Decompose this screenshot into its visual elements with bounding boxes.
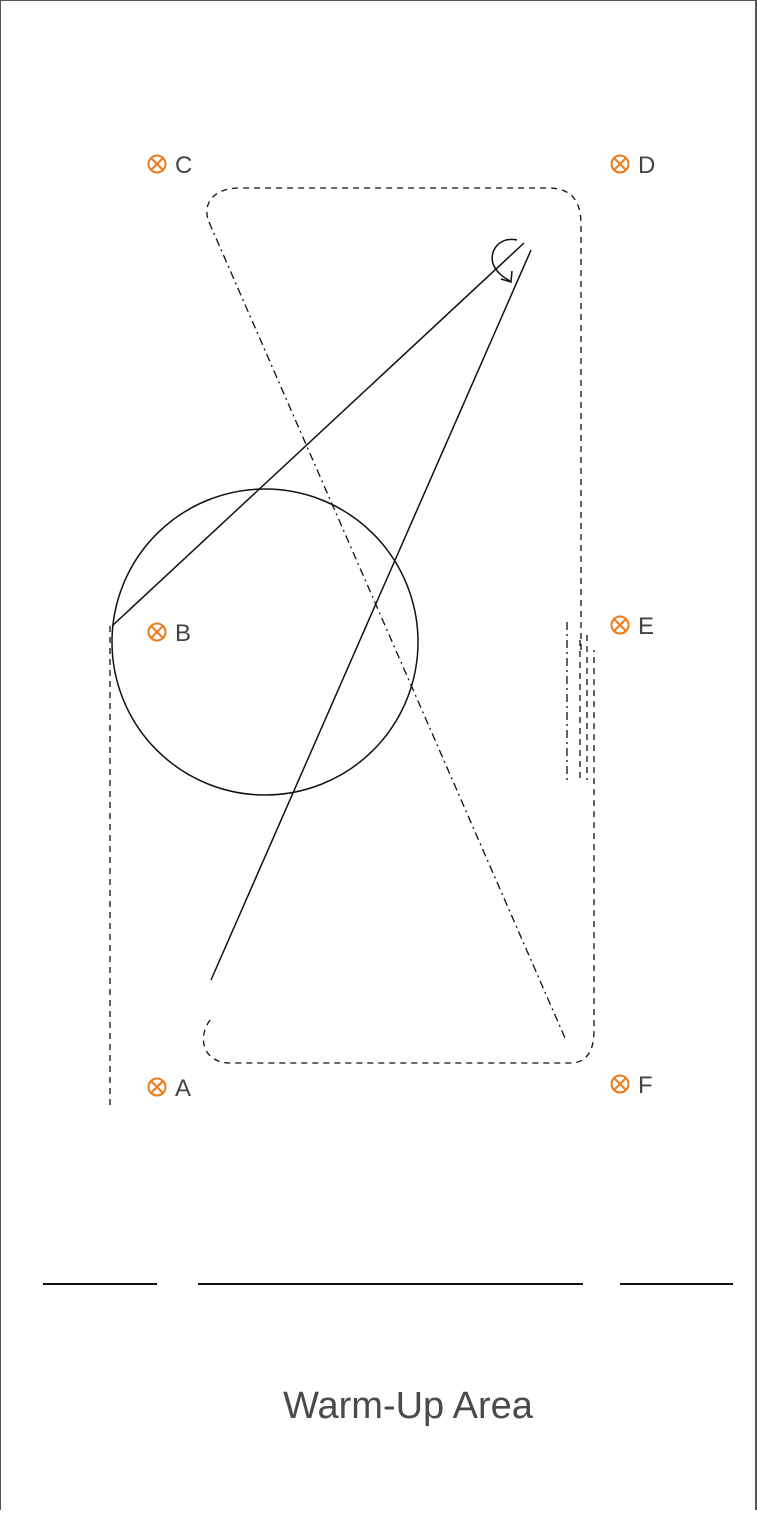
marker-e-label: E (638, 613, 654, 640)
dashed-loop (202, 187, 595, 1064)
turn-arrow-head (500, 270, 513, 283)
marker-e-icon (610, 615, 630, 635)
turn-arc (491, 238, 518, 282)
marker-e: E (610, 613, 654, 640)
marker-c: C (147, 152, 192, 179)
marker-d: D (610, 152, 655, 179)
marker-a-label: A (175, 1075, 191, 1102)
dashdot-diagonal-c-to-f (208, 221, 566, 1039)
marker-f-label: F (638, 1072, 653, 1099)
marker-d-icon (610, 154, 630, 174)
marker-a: A (147, 1075, 191, 1102)
marker-c-icon (147, 154, 167, 174)
marker-b-icon (147, 622, 167, 642)
marker-f: F (610, 1072, 653, 1099)
marker-f-icon (610, 1074, 630, 1094)
circle-path (111, 488, 419, 796)
marker-a-icon (147, 1077, 167, 1097)
marker-b-label: B (175, 620, 191, 647)
warmup-area-label: Warm-Up Area (283, 1385, 534, 1427)
marker-b: B (147, 620, 191, 647)
line-d-to-a (210, 249, 532, 981)
marker-c-label: C (175, 152, 192, 179)
marker-d-label: D (638, 152, 655, 179)
line-b-to-d (111, 242, 525, 627)
